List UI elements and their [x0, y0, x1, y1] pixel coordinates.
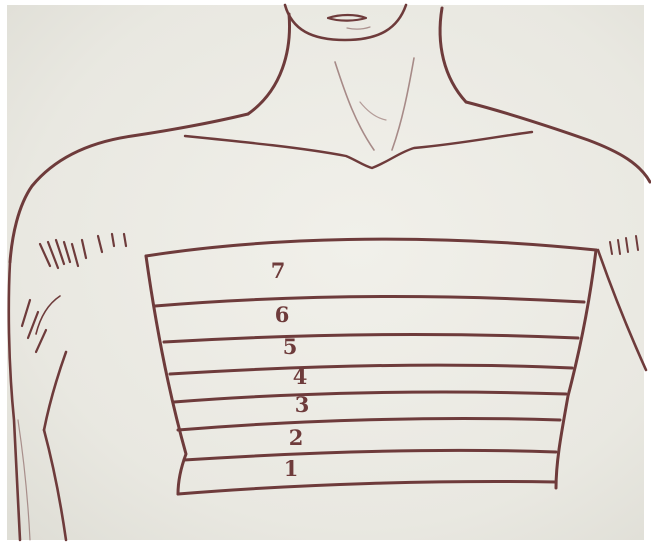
band-number-4: 4	[293, 364, 308, 389]
band-number-5: 5	[283, 334, 298, 359]
band-number-7: 7	[271, 258, 286, 283]
band-number-1: 1	[284, 456, 299, 481]
band-number-2: 2	[289, 425, 304, 450]
paper-background	[7, 5, 644, 540]
band-number-6: 6	[275, 302, 290, 327]
band-number-3: 3	[295, 392, 310, 417]
